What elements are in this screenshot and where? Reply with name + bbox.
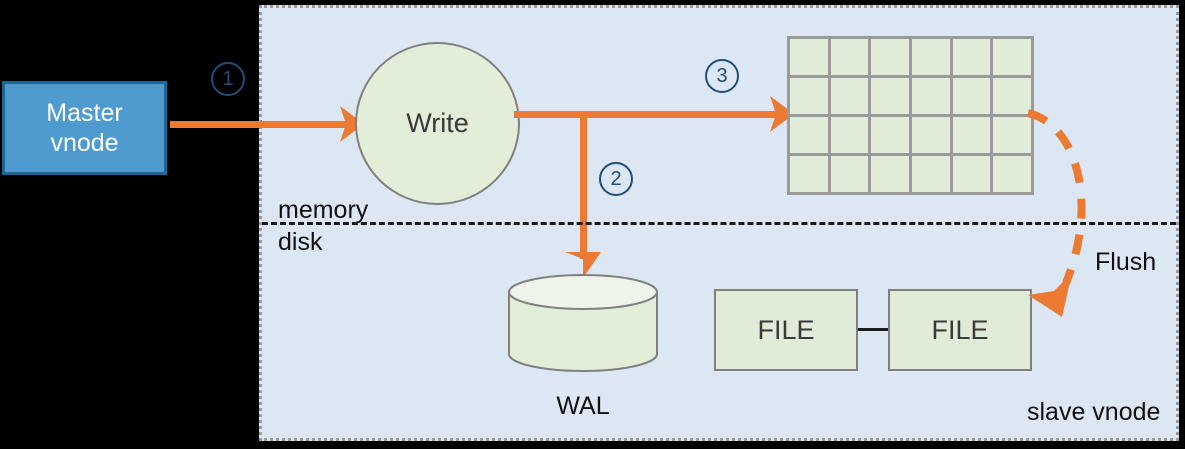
edge-flush-memtable-to-file [1026,109,1086,317]
memtable-cell [790,78,828,114]
wal-label: WAL [556,392,610,420]
write-node-label: Write [406,108,469,138]
memtable-cell [871,117,909,153]
step-1-badge: 1 [211,62,245,96]
memtable-cell [790,117,828,153]
memtable-cell [952,156,991,192]
memtable-cell [993,39,1031,75]
memtable-cell [871,156,909,192]
master-vnode-line2: vnode [50,129,119,157]
memtable-cell [912,117,950,153]
step-3-badge: 3 [705,59,739,93]
memtable-cell [952,117,991,153]
step-1-label: 1 [222,67,234,90]
memtable-cell [830,39,869,75]
slave-vnode-caption: slave vnode [1027,398,1161,426]
write-node: Write [355,42,520,205]
memtable-cell [790,39,828,75]
file-box-2-label: FILE [931,314,989,345]
memtable-cell [912,156,950,192]
memtable-cell [871,39,909,75]
memtable-cell [871,78,909,114]
edge-master-to-write [170,121,348,128]
memtable-cell [993,78,1031,114]
memtable-cell [952,39,991,75]
step-3-label: 3 [716,64,728,87]
file-link-connector [858,328,890,331]
memtable-grid [787,36,1034,195]
memtable-cell [952,78,991,114]
master-vnode-box: Master vnode [2,81,167,175]
wal-cylinder [508,274,658,372]
edge-write-to-memtable [514,111,780,118]
memtable-cell [912,39,950,75]
memtable-cell [993,156,1031,192]
arrowhead-write-to-wal [565,252,601,278]
memtable-cell [830,78,869,114]
file-box-1: FILE [714,289,858,371]
arrowhead-master-to-write [340,106,364,142]
file-box-2: FILE [888,289,1032,371]
step-2-badge: 2 [599,162,633,196]
file-box-1-label: FILE [757,314,815,345]
step-2-label: 2 [610,167,622,190]
memtable-cell [790,156,828,192]
edge-write-to-wal [580,111,587,259]
memtable-cell [993,117,1031,153]
disk-zone-label: disk [278,228,323,256]
flush-label: Flush [1095,248,1157,276]
memory-zone-label: memory [278,196,369,224]
master-vnode-line1: Master [46,98,123,127]
memory-disk-divider [262,222,1176,225]
memtable-cell [830,156,869,192]
memtable-cell [912,78,950,114]
arrowhead-write-to-memtable [770,96,794,132]
memtable-cell [830,117,869,153]
